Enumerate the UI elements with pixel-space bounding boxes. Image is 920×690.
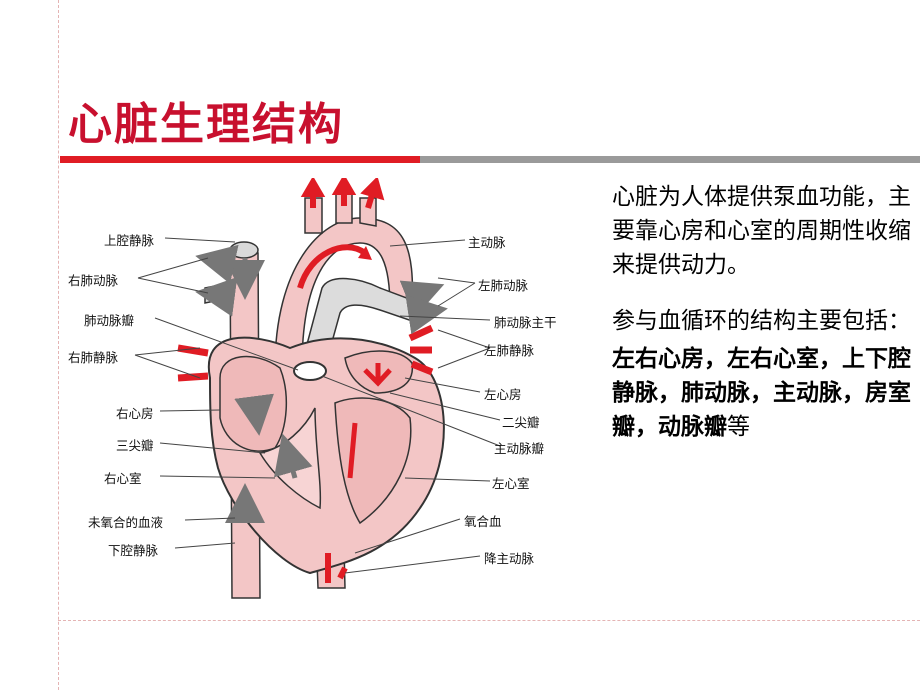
label-deoxygenated-blood: 未氧合的血液 bbox=[88, 515, 164, 530]
label-ivc: 下腔静脉 bbox=[108, 543, 159, 558]
intro-paragraph: 心脏为人体提供泵血功能，主要靠心房和心室的周期性收缩来提供动力。 bbox=[612, 184, 911, 278]
label-right-pulmonary-vein: 右肺静脉 bbox=[68, 350, 119, 365]
label-left-pulmonary-vein: 左肺静脉 bbox=[484, 343, 535, 358]
label-aortic-valve: 主动脉瓣 bbox=[494, 441, 545, 456]
label-right-pulmonary-artery: 右肺动脉 bbox=[68, 273, 119, 288]
label-descending-aorta: 降主动脉 bbox=[484, 551, 535, 566]
label-tricuspid-valve: 三尖瓣 bbox=[116, 438, 154, 453]
label-pulmonary-valve: 肺动脉瓣 bbox=[84, 313, 135, 328]
label-right-ventricle: 右心室 bbox=[104, 471, 142, 486]
label-left-ventricle: 左心室 bbox=[492, 476, 530, 491]
structures-list: 左右心房，左右心室，上下腔静脉，肺动脉，主动脉，房室瓣，动脉瓣等 bbox=[612, 342, 912, 444]
label-oxygenated-blood: 氧合血 bbox=[464, 514, 502, 529]
label-left-pulmonary-artery: 左肺动脉 bbox=[478, 278, 529, 293]
heart-diagram: 上腔静脉 右肺动脉 肺动脉瓣 右肺静脉 右心房 三尖瓣 右心室 未氧合的血液 下… bbox=[60, 178, 600, 608]
label-left-atrium: 左心房 bbox=[484, 387, 522, 402]
label-pulmonary-trunk: 肺动脉主干 bbox=[494, 315, 557, 330]
label-aorta: 主动脉 bbox=[468, 235, 506, 250]
title-rule-red bbox=[60, 156, 420, 163]
structures-intro: 参与血循环的结构主要包括： bbox=[612, 308, 911, 334]
label-svc: 上腔静脉 bbox=[104, 233, 155, 248]
label-mitral-valve: 二尖瓣 bbox=[502, 415, 540, 430]
heart-illustration bbox=[134, 178, 501, 599]
guide-vertical-line bbox=[58, 0, 59, 690]
guide-bottom-line bbox=[58, 620, 920, 621]
slide-title: 心脏生理结构 bbox=[68, 99, 344, 150]
title-rule-gray bbox=[60, 156, 920, 163]
label-right-atrium: 右心房 bbox=[116, 406, 154, 421]
structures-list-tail: 等 bbox=[727, 414, 750, 440]
text-panel: 心脏为人体提供泵血功能，主要靠心房和心室的周期性收缩来提供动力。 参与血循环的结… bbox=[612, 180, 912, 444]
structures-list-bold: 左右心房，左右心室，上下腔静脉，肺动脉，主动脉，房室瓣，动脉瓣 bbox=[612, 346, 911, 440]
